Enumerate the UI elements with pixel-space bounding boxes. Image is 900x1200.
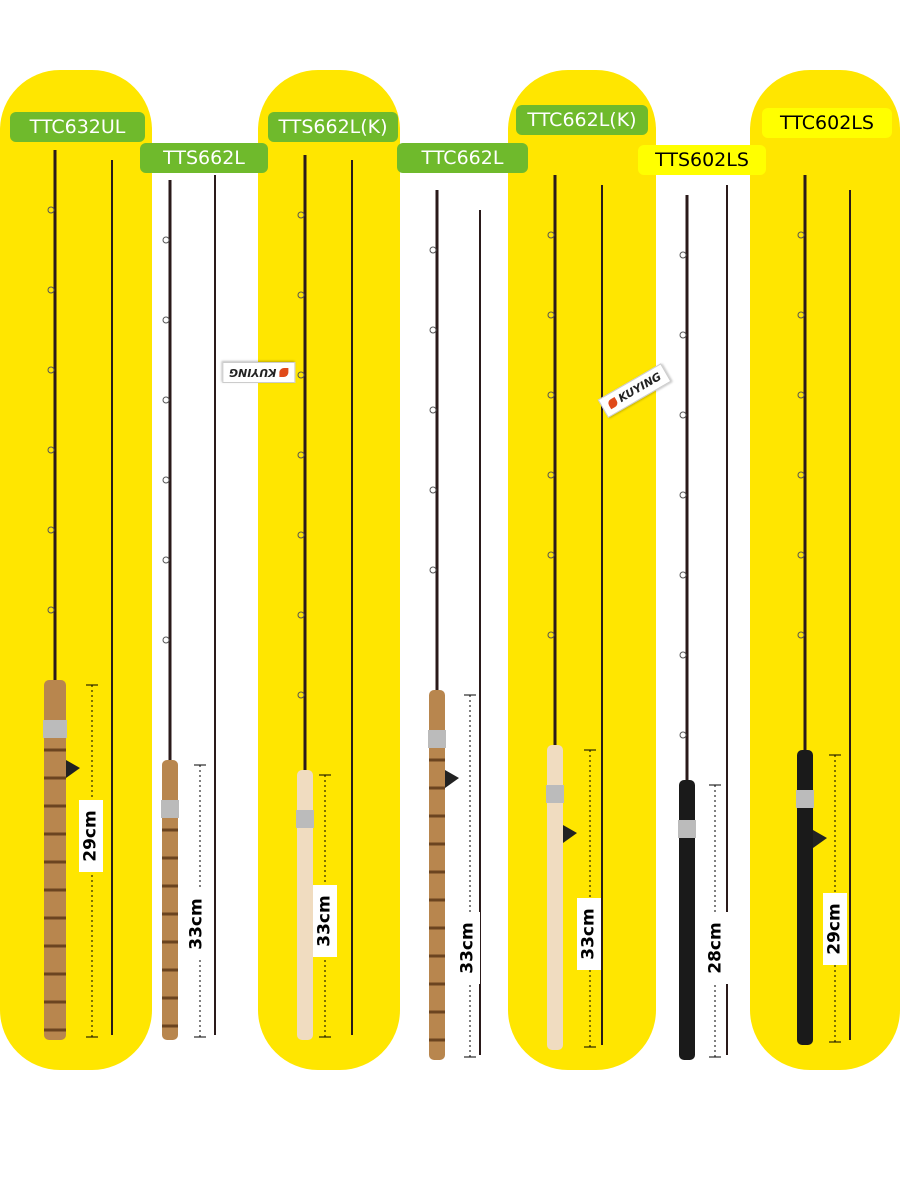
line-guide [47,206,55,214]
line-guide [679,571,687,579]
line-guide [429,246,437,254]
trigger [66,760,80,778]
line-guide [797,471,805,479]
line-guide [297,211,305,219]
line-guide [797,631,805,639]
handle-length-label: 33cm [185,888,209,960]
reel-seat [161,800,179,818]
line-guide [47,446,55,454]
line-guide [679,411,687,419]
handle-length-label: 33cm [313,885,337,957]
line-guide [679,331,687,339]
line-guide [679,731,687,739]
line-guide [162,236,170,244]
line-guide [47,526,55,534]
line-guide [547,311,555,319]
reel-seat [796,790,814,808]
reel-seat [428,730,446,748]
line-guide [797,551,805,559]
model-label: TTS602LS [638,145,766,175]
line-guide [162,396,170,404]
line-guide [547,631,555,639]
line-guide [429,486,437,494]
model-label: TTC662L [397,143,528,173]
handle-length-label: 33cm [577,898,601,970]
trigger [445,770,459,788]
line-guide [797,311,805,319]
line-guide [297,291,305,299]
line-guide [679,651,687,659]
handle-length-label: 28cm [704,912,728,984]
line-guide [297,611,305,619]
line-guide [679,251,687,259]
line-guide [162,476,170,484]
line-guide [547,471,555,479]
trigger [813,830,827,848]
handle-length-label: 29cm [79,800,103,872]
line-guide [297,531,305,539]
line-guide [297,371,305,379]
line-guide [797,391,805,399]
brand-hang-tag: KUYING [222,362,296,383]
rod-handle [679,780,695,1060]
line-guide [679,491,687,499]
line-guide [47,366,55,374]
model-label: TTC632UL [10,112,145,142]
model-label: TTC602LS [762,108,892,138]
line-guide [297,451,305,459]
handle-length-label: 33cm [456,912,480,984]
reel-seat [43,720,67,738]
rod-handle [429,690,445,1060]
line-guide [547,551,555,559]
panel-1 [0,70,152,1070]
trigger [563,825,577,843]
rod-handle [797,750,813,1045]
rod-handle [44,680,66,1040]
line-guide [429,406,437,414]
line-guide [162,636,170,644]
model-label: TTS662L [140,143,268,173]
rod-handle [547,745,563,1050]
reel-seat [546,785,564,803]
reel-seat [296,810,314,828]
line-guide [547,231,555,239]
line-guide [429,326,437,334]
rod-handle [297,770,313,1040]
line-guide [547,391,555,399]
model-label: TTS662L(K) [268,112,398,142]
line-guide [797,231,805,239]
line-guide [429,566,437,574]
line-guide [297,691,305,699]
line-guide [47,286,55,294]
reel-seat [678,820,696,838]
line-guide [47,606,55,614]
line-guide [162,316,170,324]
line-guide [162,556,170,564]
model-label: TTC662L(K) [516,105,648,135]
handle-length-label: 29cm [823,893,847,965]
